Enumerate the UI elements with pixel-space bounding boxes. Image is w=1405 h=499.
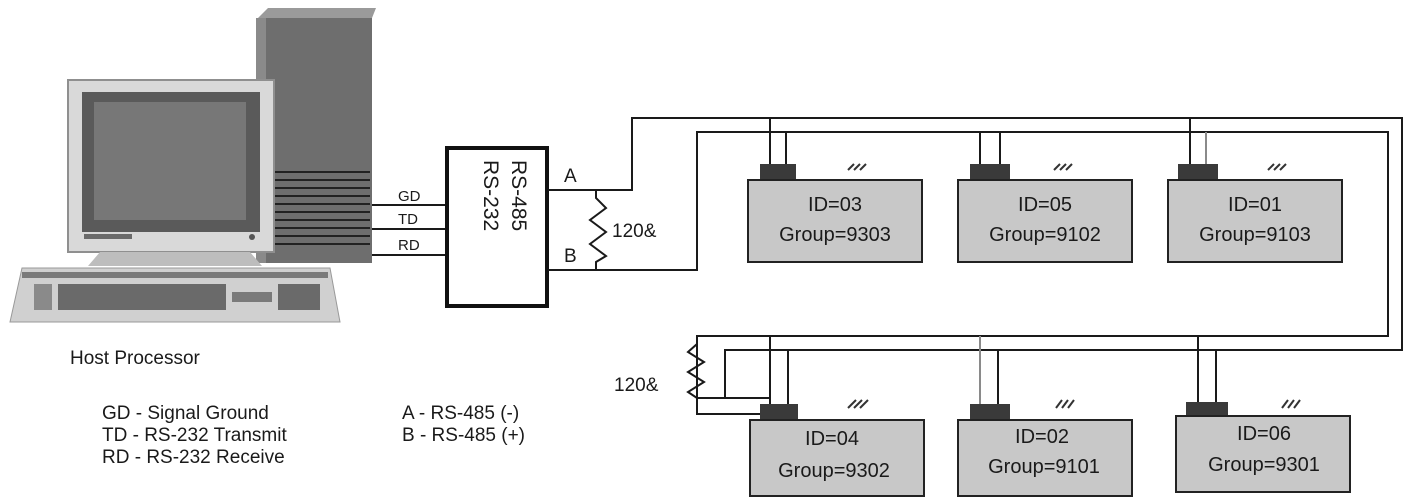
top-terminator-label: 120& (612, 221, 657, 242)
keyboard (9, 267, 341, 323)
signal-icon (1053, 163, 1073, 171)
td-label: TD (398, 211, 418, 228)
top-terminator (588, 190, 608, 270)
node-id: ID=03 (808, 194, 862, 216)
monitor (67, 79, 275, 266)
a-label: A (564, 166, 577, 187)
signal-icon (847, 399, 869, 409)
b-label: B (564, 246, 577, 267)
signal-icon (1267, 163, 1287, 171)
rs232-lines (372, 204, 446, 256)
node: ID=06 Group=9301 (1175, 399, 1351, 493)
a-bus-line (548, 117, 1403, 399)
legend-a: A - RS-485 (-) (402, 403, 519, 424)
rd-label: RD (398, 237, 420, 254)
legend: GD - Signal Ground TD - RS-232 Transmit … (102, 403, 525, 468)
node: ID=01 Group=9103 (1167, 163, 1343, 263)
gd-label: GD (398, 188, 421, 205)
bottom-terminator (686, 336, 725, 399)
node: ID=05 Group=9102 (957, 163, 1133, 263)
legend-td: TD - RS-232 Transmit (102, 425, 287, 446)
node: ID=03 Group=9303 (747, 163, 923, 263)
host-computer: Host Processor (9, 8, 376, 369)
node-id: ID=02 (1015, 426, 1069, 448)
node-id: ID=04 (805, 428, 859, 450)
node-id: ID=05 (1018, 194, 1072, 216)
node-group: Group=9303 (779, 224, 891, 246)
converter-box: RS-232 RS-485 (445, 146, 549, 308)
node: ID=04 Group=9302 (749, 399, 925, 497)
node-group: Group=9101 (988, 456, 1100, 478)
node-id: ID=06 (1237, 423, 1291, 445)
node-group: Group=9302 (778, 460, 890, 482)
signal-icon (847, 163, 867, 171)
node-id: ID=01 (1228, 194, 1282, 216)
legend-gd: GD - Signal Ground (102, 403, 269, 424)
host-processor-label: Host Processor (70, 348, 201, 369)
rs485-label: RS-485 (507, 160, 530, 231)
signal-icon (1055, 399, 1075, 409)
node: ID=02 Group=9101 (957, 399, 1133, 497)
node-group: Group=9102 (989, 224, 1101, 246)
tower-case (256, 8, 376, 263)
rs232-label: RS-232 (479, 160, 502, 231)
rs485-bus (548, 117, 1403, 415)
signal-icon (1281, 399, 1301, 409)
b-bus-line (548, 131, 1389, 415)
node-group: Group=9103 (1199, 224, 1311, 246)
legend-b: B - RS-485 (+) (402, 425, 525, 446)
bottom-terminator-label: 120& (614, 375, 659, 396)
legend-rd: RD - RS-232 Receive (102, 447, 285, 468)
node-group: Group=9301 (1208, 454, 1320, 476)
